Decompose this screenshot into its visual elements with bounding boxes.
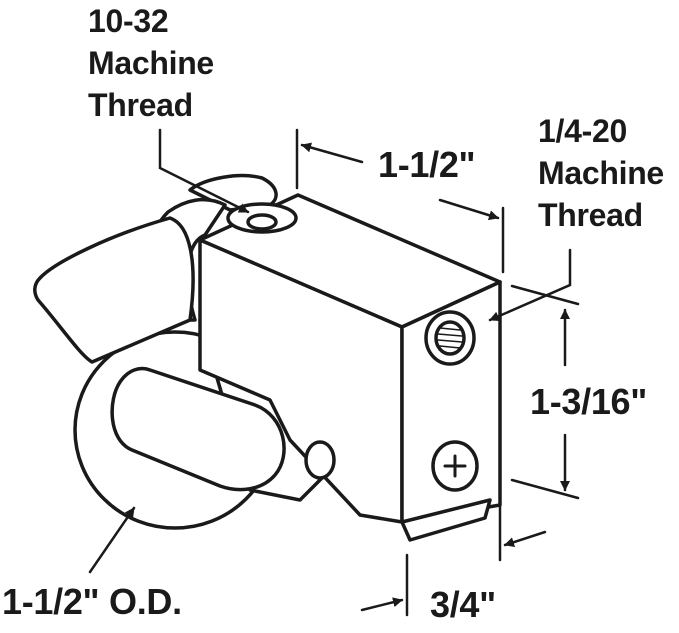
- wheel-top-rim: [188, 173, 278, 212]
- ext-height-bottom: [510, 478, 580, 500]
- height-dimension-label: 1-3/16": [530, 381, 648, 422]
- side-thread-word-label: Thread: [538, 197, 643, 233]
- screw-cross: [443, 454, 467, 478]
- axle-cap: [110, 366, 286, 492]
- ext-height-top: [510, 284, 580, 306]
- side-thread-lines: [437, 327, 463, 349]
- leader-side-thread: [488, 248, 572, 322]
- roller-part-drawing: [33, 173, 502, 542]
- top-thread-hole: [246, 213, 278, 231]
- top-thread-size-label: 10-32: [88, 3, 169, 39]
- dim-length-arrow-right: [438, 198, 500, 221]
- leader-wheel-od: [88, 506, 136, 574]
- top-thread-type-label: Machine: [88, 45, 214, 81]
- length-dimension-label: 1-1/2": [378, 144, 476, 185]
- side-thread-type-label: Machine: [538, 155, 664, 191]
- width-dimension-label: 3/4": [430, 584, 496, 625]
- side-thread-hole: [434, 320, 466, 356]
- front-hole: [304, 440, 336, 480]
- side-thread-size-label: 1/4-20: [538, 113, 627, 149]
- dim-width-arrow-left: [360, 597, 404, 612]
- spring-tab: [33, 216, 195, 364]
- leader-top-thread: [158, 128, 250, 214]
- wheel-od-dimension-label: 1-1/2" O.D.: [2, 581, 182, 622]
- top-thread-word-label: Thread: [88, 87, 193, 123]
- dim-width-arrow-right: [503, 530, 547, 547]
- dimension-lines: [88, 128, 580, 617]
- dim-length-arrow-left: [300, 142, 364, 164]
- housing-foot: [400, 498, 492, 542]
- phillips-screw: [431, 440, 479, 492]
